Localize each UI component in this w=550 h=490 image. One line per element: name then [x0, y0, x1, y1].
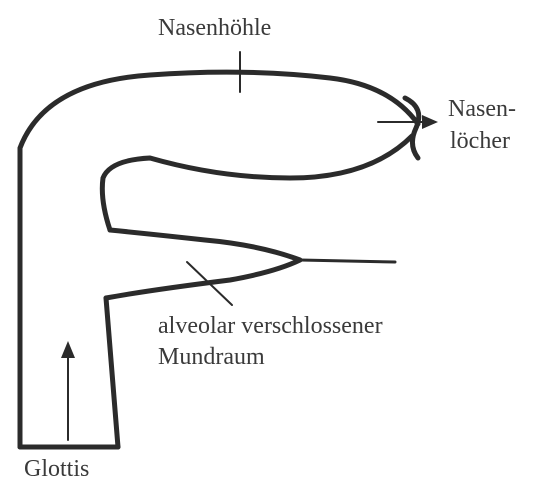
mouth-label-line2: Mundraum: [158, 344, 265, 370]
vocal-tract-outer-wall: [20, 72, 418, 447]
oral-cavity-outline: [106, 230, 300, 298]
nostril-opening: [405, 98, 419, 158]
mouth-label-line1: alveolar verschlossener: [158, 313, 383, 339]
nostrils-label-line1: Nasen-: [448, 96, 516, 122]
nostrils-label-line2: löcher: [450, 128, 510, 154]
glottis-arrowhead: [61, 341, 75, 358]
glottis-label: Glottis: [24, 456, 89, 482]
alveolar-closure-line: [300, 260, 395, 262]
nasal-cavity-label: Nasenhöhle: [158, 15, 271, 41]
pharynx-inner-wall: [106, 298, 118, 447]
nostril-arrowhead: [422, 115, 438, 129]
nasal-cavity-floor: [102, 136, 412, 230]
